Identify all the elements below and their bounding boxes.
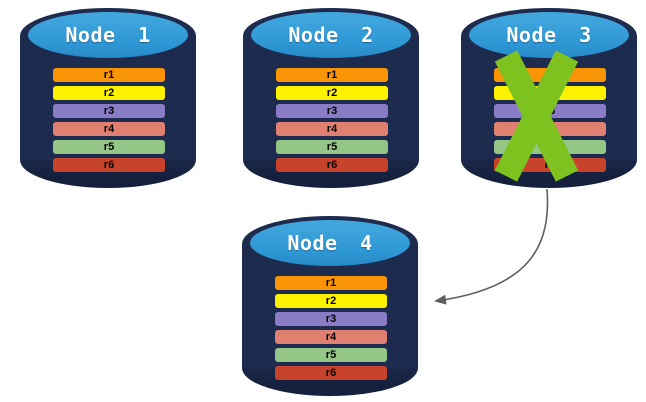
- storage-row-r6: r6: [275, 366, 387, 380]
- storage-row-label: r6: [325, 366, 337, 379]
- storage-row-label: r3: [325, 312, 337, 325]
- storage-row-label: r4: [325, 330, 337, 343]
- storage-row-r1: r1: [53, 68, 165, 82]
- cylinder-top-face: Node 3: [469, 12, 629, 58]
- node-title: Node 4: [287, 231, 373, 255]
- storage-row-r3: r3: [275, 312, 387, 326]
- storage-row-r2: r2: [53, 86, 165, 100]
- storage-row-r4: r4: [276, 122, 388, 136]
- node-4: Node 4 r1 r2 r3 r4 r5 r6: [242, 216, 418, 396]
- storage-row-label: r2: [326, 86, 338, 99]
- row-list: r1 r2 r3 r4 r5 r6: [53, 68, 165, 172]
- storage-row-r5: r5: [275, 348, 387, 362]
- storage-row-label: r6: [326, 158, 338, 171]
- storage-row-r6: r6: [53, 158, 165, 172]
- storage-row-r2: r2: [276, 86, 388, 100]
- storage-row-r5: r5: [276, 140, 388, 154]
- storage-row-label: r1: [326, 68, 338, 81]
- cylinder-top-rim: Node 4: [242, 216, 418, 272]
- cylinder-top-face: Node 1: [28, 12, 188, 58]
- storage-row-label: r1: [325, 276, 337, 289]
- storage-row-label: r1: [103, 68, 115, 81]
- storage-row-r2: r2: [275, 294, 387, 308]
- storage-row-label: r4: [326, 122, 338, 135]
- storage-row-r4: r4: [275, 330, 387, 344]
- storage-row-r6: r6: [276, 158, 388, 172]
- storage-row-r1: r1: [276, 68, 388, 82]
- node-title: Node 3: [506, 23, 592, 47]
- storage-row-r4: r4: [53, 122, 165, 136]
- cylinder-top-rim: Node 2: [243, 8, 419, 64]
- cylinder-top-rim: Node 1: [20, 8, 196, 64]
- node-title: Node 2: [288, 23, 374, 47]
- node-2: Node 2 r1 r2 r3 r4 r5 r6: [243, 8, 419, 188]
- row-list: r1 r2 r3 r4 r5 r6: [275, 276, 387, 380]
- storage-row-label: r4: [103, 122, 115, 135]
- storage-row-label: r3: [326, 104, 338, 117]
- storage-row-label: r2: [103, 86, 115, 99]
- storage-row-r3: r3: [53, 104, 165, 118]
- failure-x-icon: [494, 50, 579, 182]
- storage-row-r5: r5: [53, 140, 165, 154]
- cylinder-top-rim: Node 3: [461, 8, 637, 64]
- node-title: Node 1: [65, 23, 151, 47]
- storage-row-label: r5: [325, 348, 337, 361]
- cylinder-top-face: Node 2: [251, 12, 411, 58]
- storage-row-label: r5: [326, 140, 338, 153]
- storage-row-label: r6: [103, 158, 115, 171]
- storage-row-r3: r3: [276, 104, 388, 118]
- storage-row-label: r5: [103, 140, 115, 153]
- storage-row-label: r3: [103, 104, 115, 117]
- row-list: r1 r2 r3 r4 r5 r6: [276, 68, 388, 172]
- cylinder-top-face: Node 4: [250, 220, 410, 266]
- storage-row-r1: r1: [275, 276, 387, 290]
- storage-row-label: r2: [325, 294, 337, 307]
- node-1: Node 1 r1 r2 r3 r4 r5 r6: [20, 8, 196, 188]
